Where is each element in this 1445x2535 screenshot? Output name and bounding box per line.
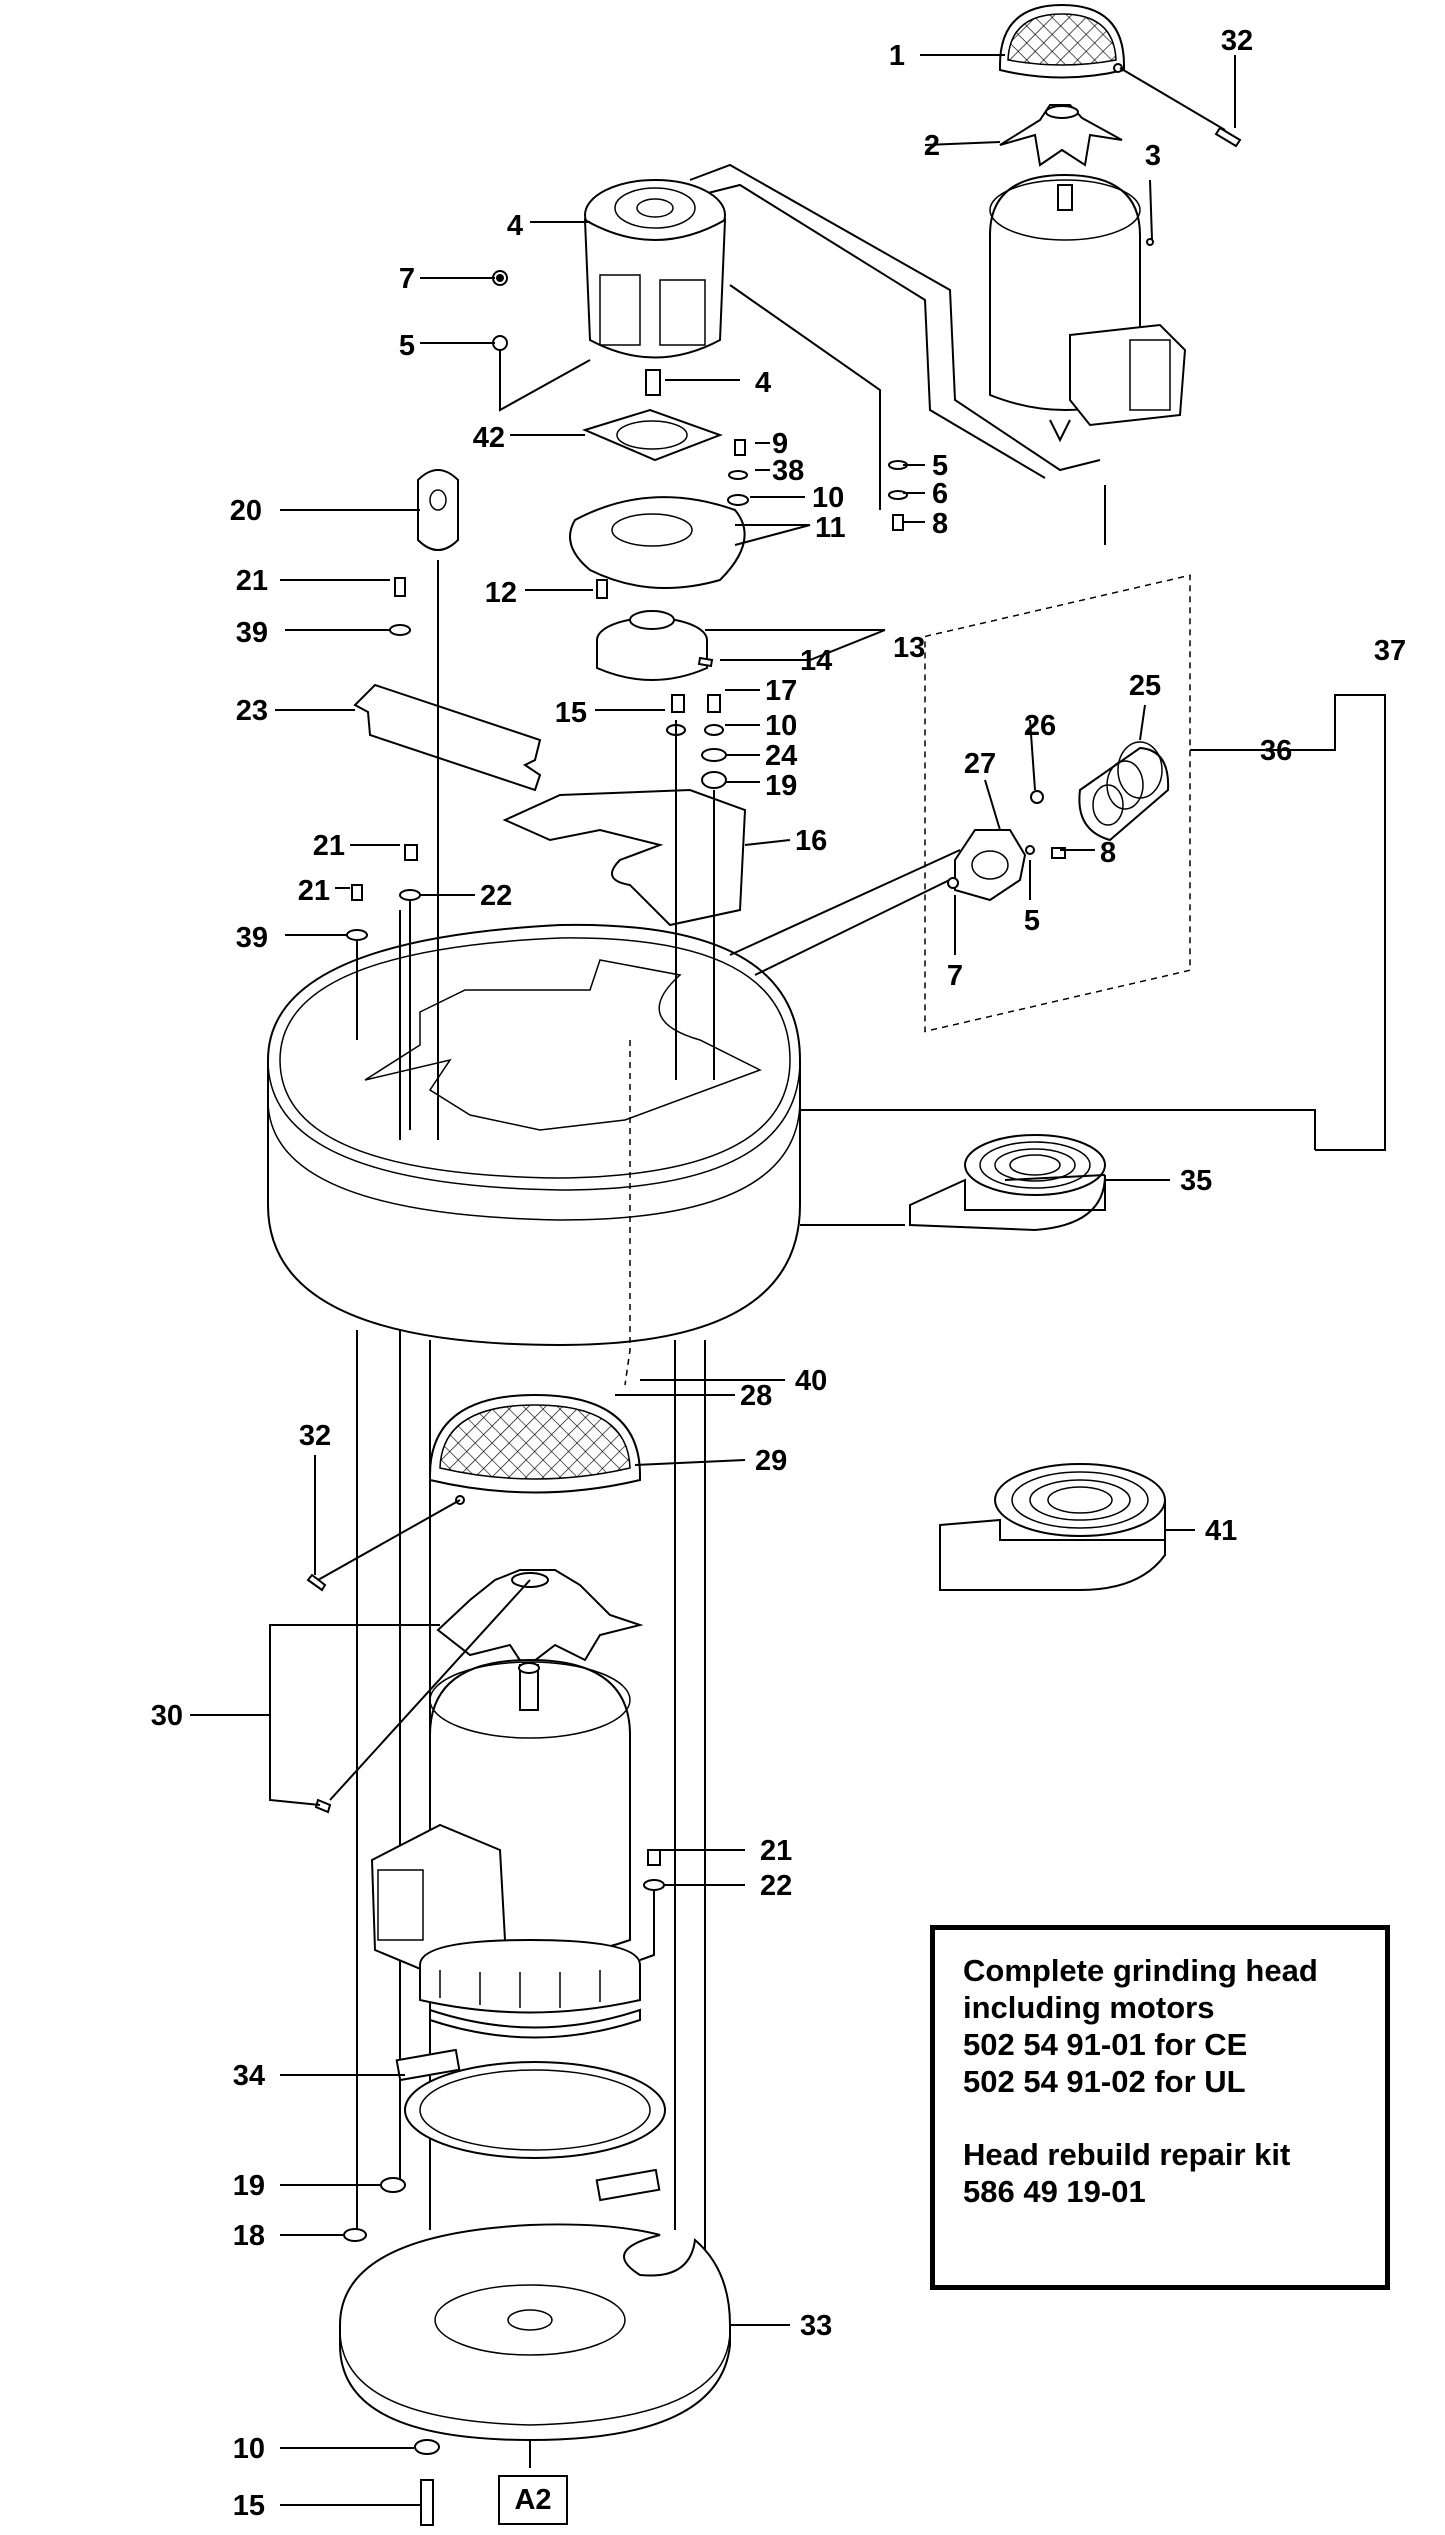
inset-box: [924, 574, 1191, 1033]
label-7-inset: 7: [947, 960, 963, 992]
label-13: 13: [893, 632, 925, 664]
label-39-b: 39: [236, 922, 268, 954]
label-14: 14: [800, 645, 832, 677]
note-line-4: 502 54 91-02 for UL: [963, 2064, 1246, 2099]
label-11: 11: [815, 512, 846, 544]
label-7-top: 7: [399, 263, 415, 295]
label-8-inset: 8: [1100, 837, 1116, 869]
label-41: 41: [1205, 1515, 1237, 1547]
fitting-25: [1078, 741, 1170, 842]
label-21-b: 21: [313, 830, 345, 862]
label-5-inset: 5: [1024, 905, 1040, 937]
sprocket-13: [596, 610, 708, 681]
label-36: 36: [1260, 735, 1292, 767]
label-2: 2: [924, 130, 940, 162]
label-8-right: 8: [932, 508, 948, 540]
bracket-23: [353, 683, 542, 792]
plate-16: [502, 788, 747, 927]
label-42: 42: [473, 422, 505, 454]
lower-fan-cover: [429, 1393, 641, 1505]
label-39-a: 39: [236, 617, 268, 649]
gearbox: [583, 179, 727, 396]
bracket-27: [954, 829, 1027, 902]
label-12: 12: [485, 577, 517, 609]
label-34: 34: [233, 2060, 265, 2092]
label-16: 16: [795, 825, 827, 857]
gasket-34: [395, 2008, 666, 2202]
label-25: 25: [1129, 670, 1161, 702]
label-4-shaft: 4: [755, 367, 771, 399]
tape-35: [909, 1134, 1106, 1232]
label-21-a: 21: [236, 565, 268, 597]
label-21-d: 21: [760, 1835, 792, 1867]
label-33: 33: [800, 2310, 832, 2342]
upper-motor: [989, 173, 1187, 443]
label-19-top: 19: [765, 770, 797, 802]
label-24: 24: [765, 740, 797, 772]
label-19-lower: 19: [233, 2170, 265, 2202]
label-38: 38: [772, 455, 804, 487]
label-17: 17: [765, 675, 797, 707]
sprocket-plate-11: [569, 496, 746, 589]
label-10-top: 10: [812, 482, 844, 514]
label-30: 30: [151, 1700, 183, 1732]
label-5-right: 5: [932, 450, 948, 482]
label-32-upper: 32: [1221, 25, 1253, 57]
lower-motor: [370, 1658, 641, 2014]
label-27: 27: [964, 748, 996, 780]
upper-fan: [999, 104, 1123, 167]
label-32-lower: 32: [299, 1420, 331, 1452]
upper-fan-cover: [999, 3, 1125, 79]
note-line-1: Complete grinding head: [963, 1953, 1318, 1988]
base-plate-33: [339, 2223, 731, 2442]
label-10-mid: 10: [765, 710, 797, 742]
lower-fan: [436, 1569, 644, 1670]
kit-info-box: Complete grinding head including motors …: [930, 1925, 1390, 2290]
label-20: 20: [230, 495, 262, 527]
label-18: 18: [233, 2220, 265, 2252]
note-line-2: including motors: [963, 1990, 1215, 2025]
tape-41: [939, 1463, 1166, 1591]
label-1: 1: [889, 40, 905, 72]
label-22-lower: 22: [760, 1870, 792, 1902]
note-line-3: 502 54 91-01 for CE: [963, 2027, 1248, 2062]
label-35: 35: [1180, 1165, 1212, 1197]
label-37: 37: [1374, 635, 1406, 667]
label-22-top: 22: [480, 880, 512, 912]
note-line-5: Head rebuild repair kit: [963, 2137, 1291, 2172]
label-29: 29: [755, 1445, 787, 1477]
label-28: 28: [740, 1380, 772, 1412]
label-15-lower: 15: [233, 2490, 265, 2522]
label-21-c: 21: [298, 875, 330, 907]
label-6: 6: [932, 478, 948, 510]
reference-tag: A2: [498, 2475, 568, 2525]
main-housing: [267, 923, 801, 1347]
label-10-lower: 10: [233, 2433, 265, 2465]
adapter-plate-42: [582, 408, 723, 462]
label-40: 40: [795, 1365, 827, 1397]
label-9: 9: [772, 428, 788, 460]
bracket-20: [417, 469, 459, 551]
label-3: 3: [1145, 140, 1161, 172]
label-23: 23: [236, 695, 268, 727]
note-line-6: 586 49 19-01: [963, 2174, 1146, 2209]
label-15-top: 15: [555, 697, 587, 729]
label-4-top: 4: [507, 210, 523, 242]
label-5-top: 5: [399, 330, 415, 362]
label-26: 26: [1024, 710, 1056, 742]
